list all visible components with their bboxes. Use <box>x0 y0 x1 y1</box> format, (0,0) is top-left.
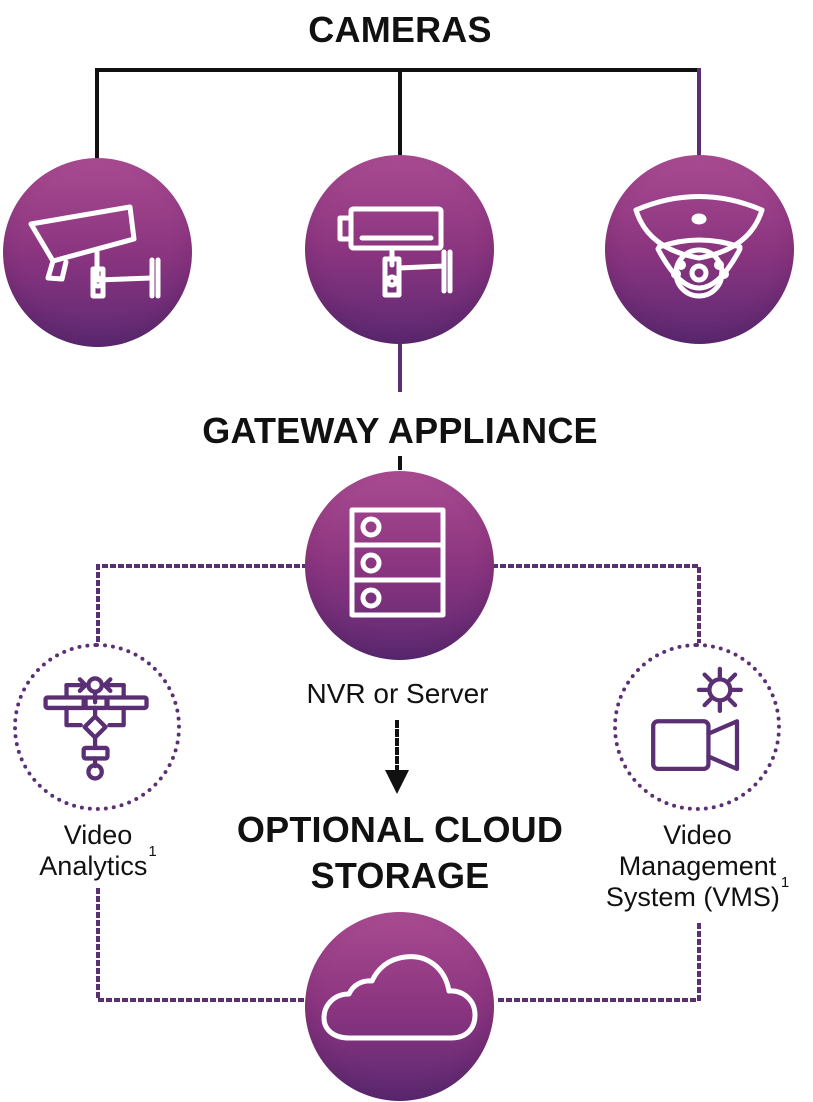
vms-node <box>613 643 781 811</box>
video-analytics-label-text: Analytics <box>39 851 148 882</box>
optional-cloud-title-line-2: STORAGE <box>310 855 490 897</box>
video-analytics-label-line-2: Analytics1 <box>13 844 183 882</box>
vms-footnote-marker: 1 <box>780 874 790 892</box>
server-to-analytics-dotted-line <box>96 564 308 644</box>
cloud-icon <box>321 954 478 1041</box>
vms-label-text: System (VMS) <box>605 882 780 913</box>
nvr-server-label: NVR or Server <box>306 678 489 709</box>
video-analytics-label: Video Analytics1 <box>13 820 183 882</box>
video-analytics-label-line-1: Video <box>63 820 133 850</box>
vms-label-line-2: Management <box>618 851 777 882</box>
optional-cloud-storage-title: OPTIONAL CLOUD STORAGE <box>210 807 590 899</box>
optional-cloud-title-line-1: OPTIONAL CLOUD <box>236 809 564 850</box>
video-analytics-node <box>13 643 181 811</box>
vms-label-line-3: System (VMS)1 <box>575 875 813 913</box>
server-to-vms-dotted-line <box>492 564 701 644</box>
box-camera-node <box>305 155 494 344</box>
cameras-title: CAMERAS <box>308 9 492 50</box>
video-analytics-footnote-marker: 1 <box>148 843 157 861</box>
dome-camera-node <box>605 155 794 344</box>
vms-label: Video Management System (VMS)1 <box>575 820 813 913</box>
vms-to-cloud-dotted-line <box>492 923 701 1002</box>
nvr-server-node <box>305 471 494 660</box>
box-camera-icon <box>337 206 453 298</box>
vms-label-line-1: Video <box>663 820 732 850</box>
server-icon <box>349 507 446 618</box>
bullet-camera-node <box>3 158 192 347</box>
video-settings-icon <box>651 666 743 772</box>
dome-camera-icon <box>633 194 765 299</box>
cloud-arrow-head <box>385 770 409 794</box>
bullet-camera-icon <box>28 204 161 299</box>
analytics-to-cloud-dotted-line <box>96 888 308 1002</box>
flowchart-icon <box>43 676 149 781</box>
gateway-appliance-title: GATEWAY APPLIANCE <box>202 410 598 451</box>
cloud-storage-node <box>305 912 494 1101</box>
